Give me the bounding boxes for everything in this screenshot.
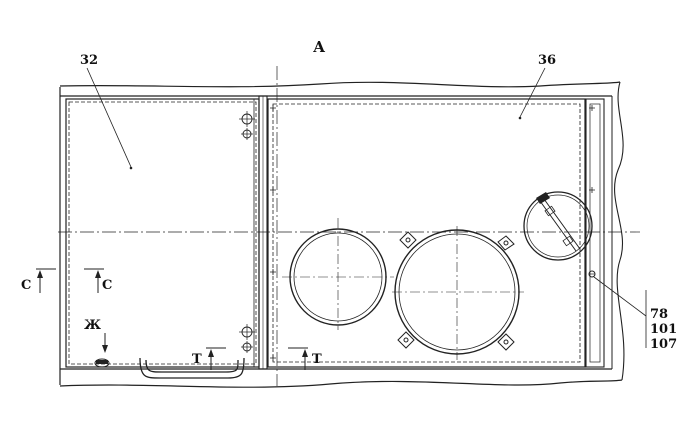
section-zh-arrow xyxy=(102,333,108,353)
section-zh-label: Ж xyxy=(84,318,101,333)
section-t-left-label: Т xyxy=(192,352,202,367)
fastener-top xyxy=(239,111,255,140)
callout-36: 36 xyxy=(538,53,556,68)
section-t-left xyxy=(206,347,226,370)
section-c-right-label: С xyxy=(102,278,112,293)
callout-32: 32 xyxy=(80,53,98,68)
panel-36-marker xyxy=(518,116,522,120)
partition xyxy=(258,95,268,370)
bolt-78 xyxy=(588,270,596,278)
hatch-opening xyxy=(523,191,593,261)
right-panel xyxy=(267,98,586,368)
large-opening xyxy=(392,226,524,360)
section-c-left xyxy=(36,268,56,293)
view-label: А xyxy=(313,38,326,56)
leader-lines xyxy=(86,67,647,348)
ref-number-78: 78 xyxy=(650,307,668,322)
body-outline xyxy=(59,81,625,388)
drain-fitting xyxy=(94,358,110,368)
panel-32-marker xyxy=(129,166,133,170)
fastener-bottom xyxy=(239,324,255,353)
section-t-right xyxy=(288,347,308,370)
ref-number-101: 101 xyxy=(650,322,677,337)
section-t-right-label: Т xyxy=(312,352,322,367)
ref-number-107: 107 xyxy=(650,337,677,352)
section-c-right xyxy=(84,268,104,293)
section-c-left-label: С xyxy=(21,278,31,293)
panel-bolts xyxy=(270,105,595,361)
handle xyxy=(139,357,245,379)
right-frame xyxy=(585,98,605,368)
small-opening xyxy=(282,218,394,330)
center-lines xyxy=(58,66,640,386)
